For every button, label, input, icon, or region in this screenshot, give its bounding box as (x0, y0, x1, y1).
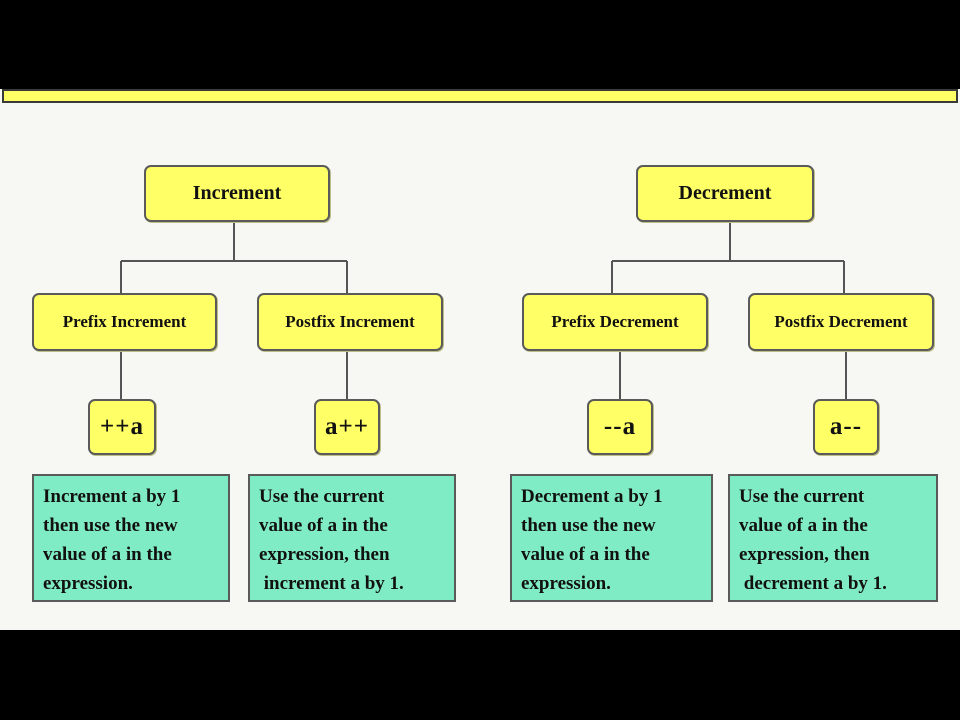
top-yellow-rule (2, 89, 958, 103)
postfix-increment-operator: a++ (314, 399, 380, 455)
description-line: value of a in the (521, 544, 650, 565)
description-line: increment a by 1. (259, 573, 404, 594)
postfix-decrement-operator: a-- (813, 399, 879, 455)
prefix-increment-node: Prefix Increment (32, 293, 217, 351)
description-line: Decrement a by 1 (521, 486, 663, 507)
description-line: expression, then (739, 544, 870, 565)
postfix-decrement-description: Use the current value of a in the expres… (728, 474, 938, 602)
prefix-decrement-operator: --a (587, 399, 653, 455)
prefix-decrement-node: Prefix Decrement (522, 293, 708, 351)
description-line: expression, then (259, 544, 390, 565)
postfix-increment-description: Use the current value of a in the expres… (248, 474, 456, 602)
description-line: Increment a by 1 (43, 486, 181, 507)
postfix-increment-node: Postfix Increment (257, 293, 443, 351)
description-line: value of a in the (43, 544, 172, 565)
prefix-increment-operator: ++a (88, 399, 156, 455)
description-line: Use the current (739, 486, 865, 507)
decrement-node: Decrement (636, 165, 814, 222)
description-line: Use the current (259, 486, 385, 507)
postfix-decrement-node: Postfix Decrement (748, 293, 934, 351)
prefix-decrement-description: Decrement a by 1 then use the new value … (510, 474, 713, 602)
description-line: then use the new (43, 515, 178, 536)
description-line: expression. (43, 573, 133, 594)
description-line: then use the new (521, 515, 656, 536)
description-line: value of a in the (739, 515, 868, 536)
description-line: decrement a by 1. (739, 573, 887, 594)
diagram-slide: Increment Prefix Increment Postfix Incre… (0, 89, 960, 630)
description-line: expression. (521, 573, 611, 594)
connector-lines (120, 222, 847, 399)
increment-node: Increment (144, 165, 330, 222)
prefix-increment-description: Increment a by 1 then use the new value … (32, 474, 230, 602)
description-line: value of a in the (259, 515, 388, 536)
